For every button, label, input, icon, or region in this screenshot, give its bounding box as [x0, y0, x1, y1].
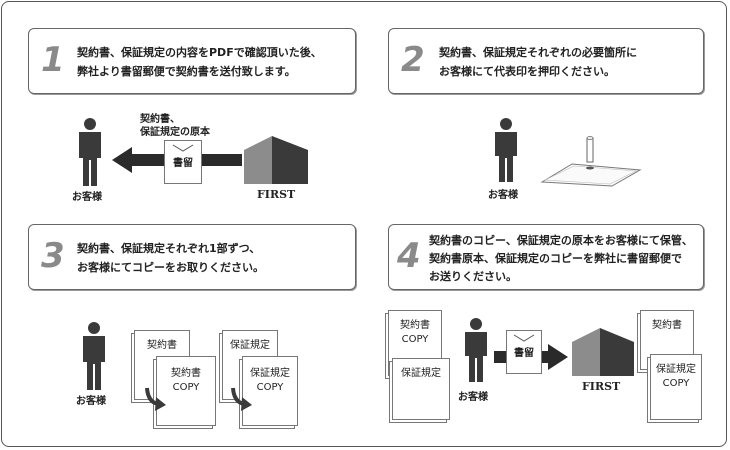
step-text-line: 契約書原本、保証規定のコピーを弊社に書留郵便で — [429, 252, 682, 265]
step-text-line: 契約書、保証規定それぞれの必要箇所に — [439, 46, 637, 59]
doc-copy-label: COPY — [172, 382, 200, 393]
customer-label: お客様 — [488, 190, 518, 201]
doc-label: 保証規定 — [230, 340, 270, 351]
envelope-flap-icon — [513, 334, 535, 342]
doc-label: 保証規定 — [250, 368, 290, 379]
customer-label: お客様 — [72, 192, 102, 203]
doc-copy-label: COPY — [662, 378, 690, 389]
doc-label: 契約書 — [400, 320, 430, 331]
warranty-copy-sent-doc: 保証規定 COPY — [650, 354, 702, 420]
warranty-copy-doc: 保証規定 COPY — [242, 356, 298, 426]
registered-mail-envelope: 書留 — [164, 140, 202, 184]
step-text-line: お客様にてコピーをお取りください。 — [77, 261, 264, 274]
doc-copy-label: COPY — [256, 382, 284, 393]
step-text-line: 弊社より書留郵便で契約書を送付致します。 — [77, 65, 296, 78]
step-text-line: お客様にて代表印を押印ください。 — [439, 65, 615, 78]
seal-stamp-on-paper-icon — [540, 136, 642, 187]
step-text-line: 契約書、保証規定それぞれ1部ずつ、 — [77, 242, 261, 255]
doc-label: 保証規定 — [656, 364, 696, 375]
step-text-line: 契約書のコピー、保証規定の原本をお客様にて保管、 — [429, 234, 693, 247]
customer-label: お客様 — [76, 396, 106, 407]
customer-label: お客様 — [458, 392, 488, 403]
doc-label: 契約書 — [171, 368, 201, 379]
step-3-box: 3 契約書、保証規定それぞれ1部ずつ、 お客様にてコピーをお取りください。 — [28, 224, 356, 290]
company-building-icon — [572, 328, 634, 376]
step-text-line: お送りください。 — [429, 270, 517, 283]
person-icon — [79, 118, 101, 186]
company-label: FIRST — [257, 188, 296, 201]
envelope-label: 書留 — [173, 158, 193, 169]
step-number: 1 — [41, 40, 65, 80]
person-icon — [465, 318, 487, 382]
doc-label: 保証規定 — [401, 368, 441, 379]
envelope-label: 書留 — [514, 348, 534, 359]
doc-label: 契約書 — [147, 340, 177, 351]
person-icon — [495, 118, 517, 182]
envelope-flap-icon — [172, 144, 194, 152]
step-2-box: 2 契約書、保証規定それぞれの必要箇所に お客様にて代表印を押印ください。 — [388, 28, 704, 94]
step-number: 4 — [397, 236, 421, 276]
step-4-box: 4 契約書のコピー、保証規定の原本をお客様にて保管、 契約書原本、保証規定のコピ… — [388, 224, 704, 290]
step-number: 2 — [401, 40, 425, 80]
company-building-icon — [244, 136, 308, 184]
step-number: 3 — [41, 236, 65, 276]
doc-label: 契約書 — [652, 320, 682, 331]
registered-mail-envelope: 書留 — [506, 330, 542, 374]
curved-arrow-icon — [231, 387, 252, 411]
contract-copy-doc: 契約書 COPY — [156, 356, 216, 426]
warranty-original-kept-doc: 保証規定 — [392, 358, 450, 420]
originals-label-line: 保証規定の原本 — [140, 127, 210, 138]
step-1-box: 1 契約書、保証規定の内容をPDFで確認頂いた後、 弊社より書留郵便で契約書を送… — [28, 28, 356, 94]
company-label: FIRST — [582, 380, 621, 393]
doc-copy-label: COPY — [401, 334, 429, 345]
step-text-line: 契約書、保証規定の内容をPDFで確認頂いた後、 — [77, 46, 322, 59]
curved-arrow-icon — [145, 387, 166, 411]
person-icon — [83, 322, 105, 390]
originals-label-line: 契約書、 — [140, 114, 180, 125]
